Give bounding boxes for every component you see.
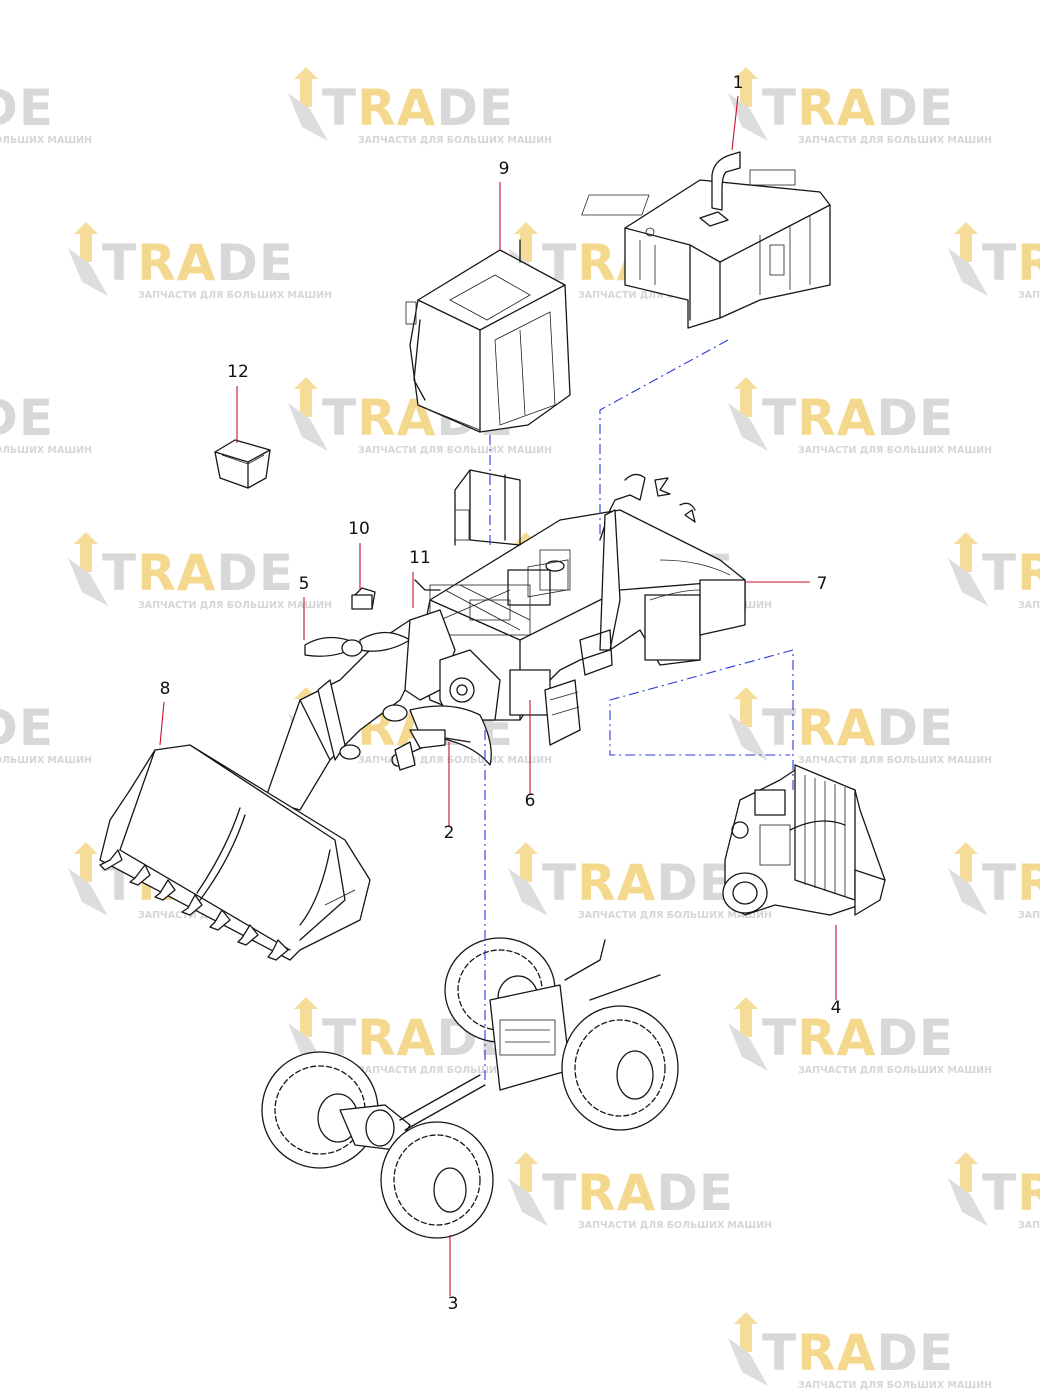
callout-number: 9 — [499, 159, 510, 179]
watermark-tagline: ЗАПЧАСТИ ДЛЯ БОЛЬШИХ МАШИН — [798, 1065, 992, 1076]
part-engine-hood — [581, 151, 831, 329]
callout-12: 12 — [227, 362, 249, 443]
callout-3: 3 — [448, 1235, 459, 1314]
watermark-brand: TRADE — [982, 1164, 1040, 1222]
watermark-brand: TRADE — [102, 544, 294, 602]
callout-6: 6 — [525, 700, 536, 811]
watermark-tagline: ЗАПЧАСТИ ДЛЯ БОЛЬШИХ МАШИН — [798, 755, 992, 766]
callout-number: 11 — [409, 548, 431, 568]
callout-10: 10 — [348, 519, 370, 590]
watermark-tagline: ЗАПЧАСТИ ДЛЯ БОЛЬШИХ МАШИН — [138, 600, 332, 611]
watermark-brand: TRADE — [762, 1009, 954, 1067]
watermark-brand: TRADE — [542, 1164, 734, 1222]
watermark-brand: TRADE — [982, 544, 1040, 602]
watermark-brand: TRADE — [0, 79, 54, 137]
leader-line — [159, 701, 165, 746]
part-main-frame — [351, 469, 746, 746]
callout-number: 2 — [444, 823, 455, 843]
part-axles-wheels — [261, 937, 679, 1239]
watermark-tagline: ЗАПЧАСТИ ДЛЯ БОЛЬШИХ МАШИН — [578, 910, 772, 921]
watermark-tagline: ЗАПЧАСТИ ДЛЯ БОЛЬШИХ МАШИН — [798, 1380, 992, 1391]
watermark-brand: TRADE — [0, 699, 54, 757]
watermark-brand: TRADE — [762, 1324, 954, 1382]
callout-number: 5 — [299, 574, 310, 594]
watermark-brand: TRADE — [982, 234, 1040, 292]
watermark-tagline: ЗАПЧАСТИ ДЛЯ БОЛЬШИХ МАШИН — [0, 755, 92, 766]
callout-11: 11 — [409, 548, 431, 608]
watermark-tagline: ЗАПЧАСТИ ДЛЯ БОЛЬШИХ МАШИН — [358, 1065, 552, 1076]
watermark-tagline: ЗАПЧАСТИ ДЛЯ БОЛЬШИХ МАШИН — [0, 445, 92, 456]
watermark-tagline: ЗАПЧАСТИ ДЛЯ БОЛЬШИХ МАШИН — [1018, 1220, 1040, 1231]
watermark-tagline: ЗАПЧАСТИ ДЛЯ БОЛЬШИХ МАШИН — [798, 445, 992, 456]
watermark-brand: TRADE — [762, 79, 954, 137]
watermark-tagline: ЗАПЧАСТИ ДЛЯ БОЛЬШИХ МАШИН — [0, 135, 92, 146]
watermark-brand: TRADE — [102, 234, 294, 292]
part-bracket — [394, 729, 471, 771]
watermark-tagline: ЗАПЧАСТИ ДЛЯ БОЛЬШИХ МАШИН — [1018, 910, 1040, 921]
callout-4: 4 — [831, 925, 842, 1018]
leader-line — [731, 95, 739, 151]
callout-number: 12 — [227, 362, 249, 382]
watermark-brand: TRADE — [762, 699, 954, 757]
watermark-tagline: ЗАПЧАСТИ ДЛЯ БОЛЬШИХ МАШИН — [798, 135, 992, 146]
part-cab — [405, 239, 571, 433]
callout-number: 1 — [733, 73, 744, 93]
callout-2: 2 — [444, 742, 455, 843]
callout-number: 8 — [160, 679, 171, 699]
callout-number: 6 — [525, 791, 536, 811]
assembly-paths — [484, 339, 794, 1080]
part-boom — [264, 609, 501, 811]
callout-8: 8 — [159, 679, 171, 746]
watermark-tagline: ЗАПЧАСТИ ДЛЯ БОЛЬШИХ МАШИН — [358, 445, 552, 456]
callout-number: 4 — [831, 998, 842, 1018]
watermark-brand: TRADE — [0, 389, 54, 447]
watermark-tagline: ЗАПЧАСТИ ДЛЯ БОЛЬШИХ МАШИН — [1018, 600, 1040, 611]
part-engine — [722, 764, 886, 916]
callout-7: 7 — [745, 574, 827, 594]
watermark-tagline: ЗАПЧАСТИ ДЛЯ БОЛЬШИХ МАШИН — [578, 1220, 772, 1231]
part-toolbox — [214, 439, 271, 489]
callout-1: 1 — [731, 73, 744, 151]
watermark-brand: TRADE — [982, 854, 1040, 912]
watermark-brand: TRADE — [542, 854, 734, 912]
watermark-tagline: ЗАПЧАСТИ ДЛЯ БОЛЬШИХ МАШИН — [1018, 290, 1040, 301]
callout-number: 3 — [448, 1294, 459, 1314]
watermark-tagline: ЗАПЧАСТИ ДЛЯ БОЛЬШИХ МАШИН — [138, 290, 332, 301]
watermark-brand: TRADE — [322, 79, 514, 137]
part-bucket — [99, 744, 371, 961]
watermark-brand: TRADE — [762, 389, 954, 447]
callout-number: 10 — [348, 519, 370, 539]
callout-5: 5 — [299, 574, 310, 640]
watermark-tagline: ЗАПЧАСТИ ДЛЯ БОЛЬШИХ МАШИН — [358, 755, 552, 766]
callout-number: 7 — [817, 574, 828, 594]
watermark-tagline: ЗАПЧАСТИ ДЛЯ БОЛЬШИХ МАШИН — [358, 135, 552, 146]
callout-9: 9 — [499, 159, 510, 250]
